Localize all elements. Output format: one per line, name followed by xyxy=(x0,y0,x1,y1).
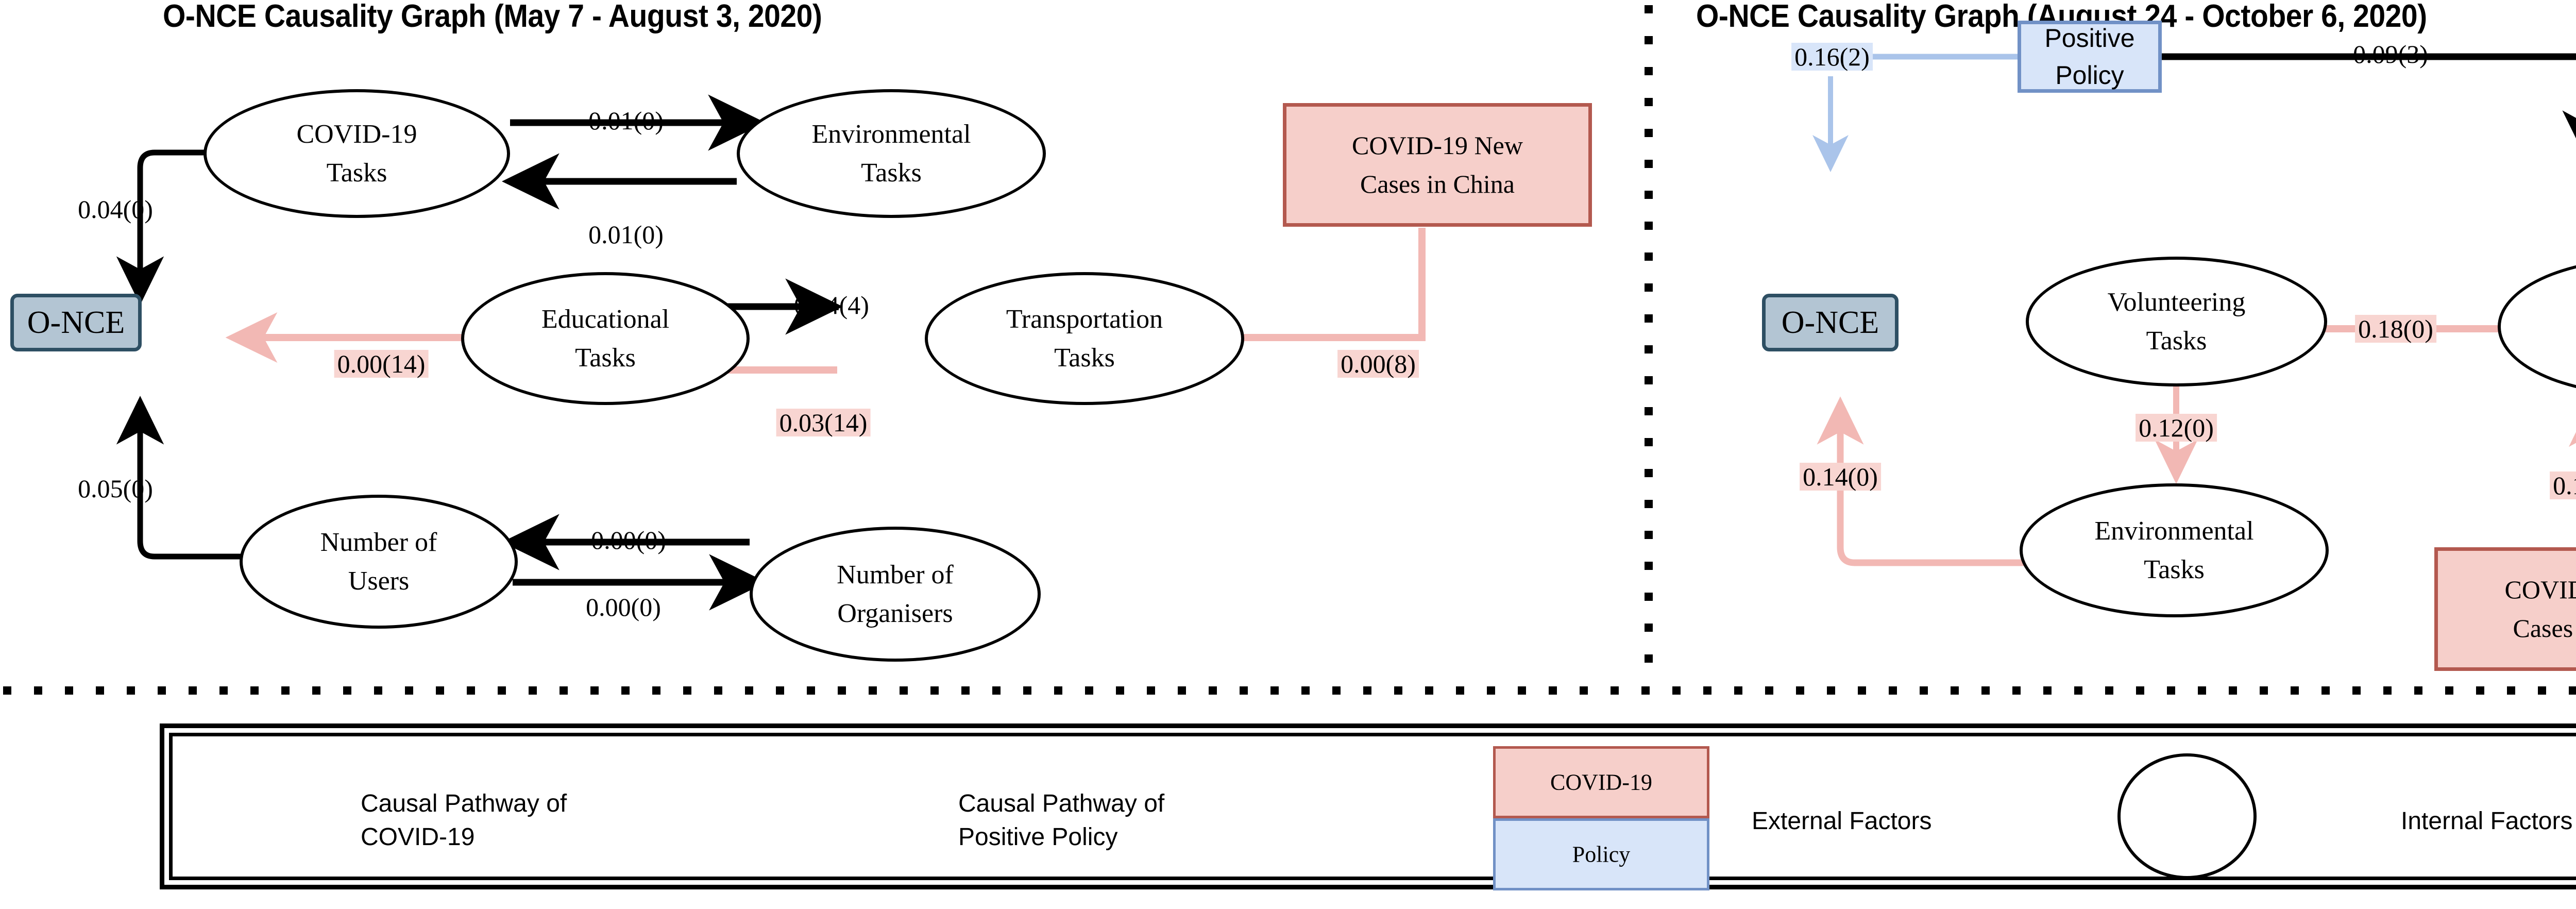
left-environmental-tasks-line2: Tasks xyxy=(861,158,922,188)
right-edge-label-newcases-to-users: 0.14(7) xyxy=(2550,472,2576,499)
right-external-positive-policy[interactable]: Positive Policy xyxy=(2018,21,2162,93)
left-covid19-tasks-line1: COVID-19 xyxy=(296,119,417,149)
left-edge-label-educational-to-once: 0.00(14) xyxy=(334,350,429,378)
left-users-line1: Number of xyxy=(320,527,437,557)
left-node-transportation-tasks[interactable]: Transportation Tasks xyxy=(925,272,1244,405)
right-environmental-tasks-line1: Environmental xyxy=(2094,516,2254,546)
left-organisers-line1: Number of xyxy=(837,560,954,590)
left-newcases-line2: Cases in China xyxy=(1360,170,1515,198)
left-panel-title: O-NCE Causality Graph (May 7 - August 3,… xyxy=(163,0,822,34)
legend-internal-factor-ellipse xyxy=(2117,753,2257,879)
left-edge-label-organisers-to-users: 0.00(0) xyxy=(591,526,666,554)
left-once-label: O-NCE xyxy=(27,305,125,340)
right-edge-label-users-to-volunteering: 0.18(0) xyxy=(2355,315,2436,343)
right-once-label: O-NCE xyxy=(1781,305,1879,340)
right-positive-policy-line2: Policy xyxy=(2055,61,2124,90)
legend-external-policy-swatch xyxy=(1493,818,1709,890)
left-node-educational-tasks[interactable]: Educational Tasks xyxy=(461,272,750,405)
legend-external-policy-swatch-label: Policy xyxy=(1572,841,1631,867)
legend-covid-pathway-line2: COVID-19 xyxy=(361,823,475,851)
left-environmental-tasks-line1: Environmental xyxy=(811,119,971,149)
left-newcases-line1: COVID-19 New xyxy=(1352,131,1523,160)
left-edge-label-transportation-to-educational: 0.03(14) xyxy=(776,409,871,436)
right-node-volunteering-tasks[interactable]: Volunteering Tasks xyxy=(2026,257,2327,386)
edge-environmental-to-once xyxy=(1817,396,2086,566)
legend-policy-pathway-label: Causal Pathway of Positive Policy xyxy=(958,787,1164,854)
right-edge-label-volunteering-to-environmental: 0.12(0) xyxy=(2136,414,2217,442)
edge-newcases-to-transportation xyxy=(1176,228,1426,363)
left-edge-label-environmental-to-covid19: 0.01(0) xyxy=(588,220,664,249)
left-once-node[interactable]: O-NCE xyxy=(10,294,142,351)
left-covid19-tasks-line2: Tasks xyxy=(326,158,387,188)
left-edge-label-users-to-organisers: 0.00(0) xyxy=(586,593,661,621)
legend-policy-pathway-line2: Positive Policy xyxy=(958,823,1118,851)
legend-external-covid-swatch xyxy=(1493,746,1709,818)
right-external-covid-new-cases[interactable]: COVID-19 New Cases in China xyxy=(2434,547,2576,671)
right-environmental-tasks-line2: Tasks xyxy=(2144,555,2205,584)
legend-covid-pathway-line1: Causal Pathway of xyxy=(361,790,567,817)
left-transportation-tasks-line2: Tasks xyxy=(1054,343,1115,373)
right-positive-policy-line1: Positive xyxy=(2044,23,2135,53)
left-edge-label-covid19-to-environmental: 0.01(0) xyxy=(588,106,664,135)
right-edge-label-environmental-to-once: 0.14(0) xyxy=(1800,463,1881,491)
legend-external-factors-caption: External Factors xyxy=(1752,807,1932,835)
edge-covid19-to-once xyxy=(116,149,304,306)
left-edge-label-users-to-once: 0.05(0) xyxy=(78,474,153,503)
right-newcases-line2: Cases in China xyxy=(2513,614,2576,643)
right-edge-label-policy-to-users: 0.09(3) xyxy=(2353,40,2428,69)
left-edge-label-covid19-to-once: 0.04(0) xyxy=(78,195,153,224)
legend-external-covid-swatch-label: COVID-19 xyxy=(1550,769,1652,795)
left-edge-label-newcases-to-transportation: 0.00(8) xyxy=(1337,350,1419,378)
left-users-line2: Users xyxy=(348,566,410,596)
left-node-number-of-organisers[interactable]: Number of Organisers xyxy=(750,527,1041,662)
right-once-node[interactable]: O-NCE xyxy=(1762,294,1899,351)
edge-policy-to-users xyxy=(2162,53,2576,169)
legend-covid-pathway-label: Causal Pathway of COVID-19 xyxy=(361,787,567,854)
right-node-environmental-tasks[interactable]: Environmental Tasks xyxy=(2020,483,2329,617)
edge-users-to-once xyxy=(116,395,241,560)
legend-policy-pathway-line1: Causal Pathway of xyxy=(958,790,1165,817)
left-external-covid-new-cases[interactable]: COVID-19 New Cases in China xyxy=(1283,103,1592,227)
left-edge-label-educational-to-transportation: 0.04(4) xyxy=(794,291,869,319)
right-edge-label-policy-to-once: 0.16(2) xyxy=(1791,43,1873,71)
legend-internal-factors-caption: Internal Factors xyxy=(2401,807,2573,835)
left-educational-tasks-line2: Tasks xyxy=(575,343,636,373)
right-newcases-line1: COVID-19 New xyxy=(2504,575,2576,604)
left-node-environmental-tasks[interactable]: Environmental Tasks xyxy=(737,89,1046,218)
right-volunteering-tasks-line1: Volunteering xyxy=(2107,287,2246,317)
left-node-covid19-tasks[interactable]: COVID-19 Tasks xyxy=(204,89,510,218)
left-node-number-of-users[interactable]: Number of Users xyxy=(240,495,518,629)
right-volunteering-tasks-line2: Tasks xyxy=(2146,326,2207,356)
left-transportation-tasks-line1: Transportation xyxy=(1006,304,1163,334)
left-organisers-line2: Organisers xyxy=(837,599,953,628)
left-educational-tasks-line1: Educational xyxy=(541,304,670,334)
